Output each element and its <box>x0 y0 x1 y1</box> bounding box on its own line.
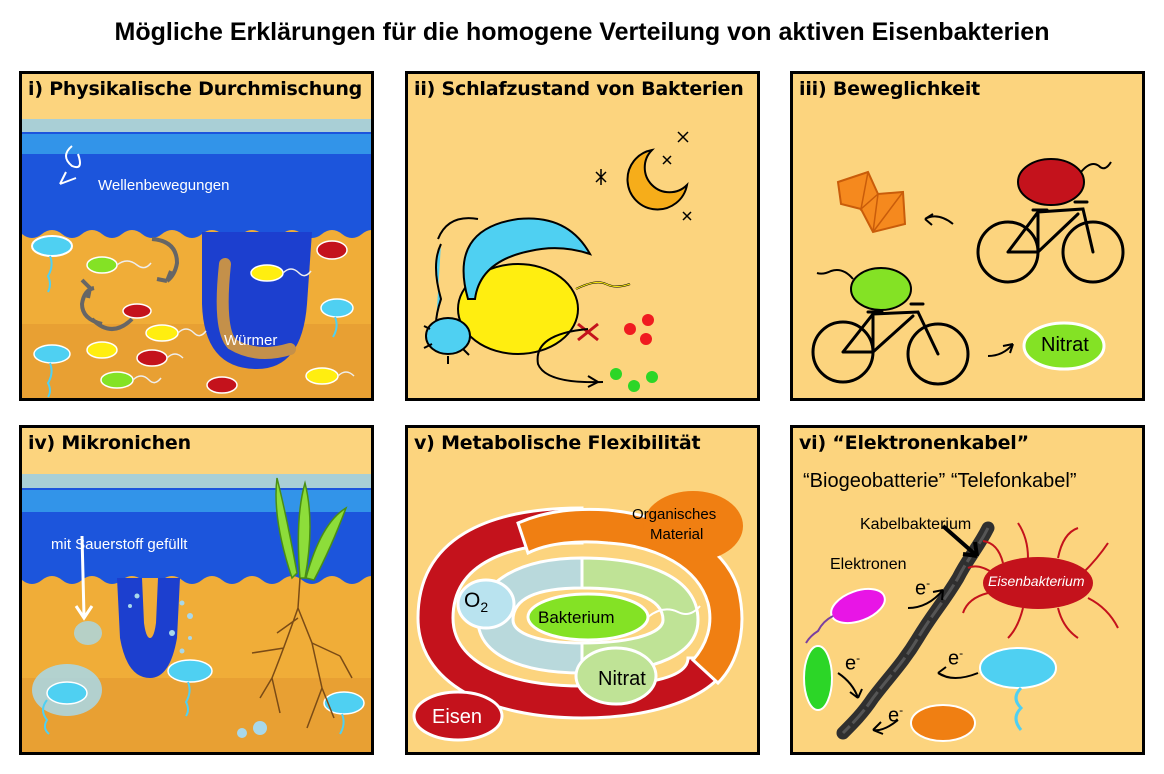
panel-title: vi) “Elektronenkabel” <box>799 432 1029 454</box>
root-system <box>251 577 353 729</box>
star-icon <box>677 131 689 143</box>
panel-dormancy: ii) Schlafzustand von Bakterien <box>405 71 760 401</box>
o2-subscript: 2 <box>480 599 489 616</box>
arrow-down-icon <box>74 535 94 621</box>
panel-title: v) Metabolische Flexibilität <box>414 432 701 454</box>
nitrate-label: Nitrat <box>1041 334 1089 356</box>
electron-label: e- <box>915 576 930 601</box>
electron-label: e- <box>948 646 963 671</box>
motility-illustration <box>811 158 1125 386</box>
cable-label: Kabelbakterium <box>860 516 972 533</box>
worms-label: Würmer <box>224 332 278 349</box>
organic-label-line1: Organisches <box>632 506 717 523</box>
plant-icon <box>275 477 298 580</box>
panel-electron-cable: vi) “Elektronenkabel” “Biogeobatterie” “… <box>790 425 1145 755</box>
moon-icon <box>626 148 689 211</box>
iron-bacterium <box>983 557 1093 609</box>
waves-label: Wellenbewegungen <box>98 177 230 194</box>
panel-metabolic-flexibility: v) Metabolische Flexibilität Organisches… <box>405 425 760 755</box>
metabolism-illustration <box>412 491 744 742</box>
bicycle-wheel <box>906 322 970 386</box>
dormancy-illustration <box>423 131 692 392</box>
figure-title: Mögliche Erklärungen für die homogene Ve… <box>114 18 1050 46</box>
red-bacterium <box>1017 158 1085 206</box>
green-bacterium <box>850 267 912 311</box>
panel-title: iv) Mikronichen <box>28 432 191 454</box>
subtitle-label: “Biogeobatterie” “Telefonkabel” <box>803 470 1077 492</box>
bicycle-wheel <box>1061 220 1125 284</box>
electrons-label: Elektronen <box>830 556 907 573</box>
o2-text: O <box>464 589 481 612</box>
worm-icon <box>216 258 296 359</box>
electron-label: e- <box>888 703 903 728</box>
electron-charge: - <box>899 703 904 717</box>
panel-motility: iii) Beweglichkeit Nitrat <box>790 71 1145 401</box>
iron-bacterium-label: Eisenbakterium <box>988 573 1085 589</box>
iron-label: Eisen <box>432 706 483 728</box>
panel-title: ii) Schlafzustand von Bakterien <box>414 78 744 100</box>
electron-symbol: e <box>948 647 960 670</box>
electron-charge: - <box>926 576 931 590</box>
nitrate-label: Nitrat <box>598 668 646 690</box>
electron-charge: - <box>959 646 964 660</box>
cross-icon <box>577 322 599 342</box>
organic-label-line2: Material <box>650 526 704 543</box>
bacterium-body <box>457 263 579 355</box>
nightcap-icon <box>462 217 593 300</box>
microniche-illustration <box>22 474 371 752</box>
electron-charge: - <box>856 651 861 665</box>
panel-title: iii) Beweglichkeit <box>799 78 981 100</box>
electron-symbol: e <box>845 652 857 675</box>
nitrate-blob <box>1022 321 1106 371</box>
panel-title: i) Physikalische Durchmischung <box>28 78 363 100</box>
cable-bacterium <box>836 521 995 740</box>
electron-cable-illustration <box>803 521 1119 742</box>
wave-arrow-icon <box>59 145 81 185</box>
star-icon <box>595 169 607 185</box>
panel-microniches: iv) Mikronichen mit Sauerstoff gefüllt <box>19 425 374 755</box>
oxygen-label: mit Sauerstoff gefüllt <box>51 536 188 553</box>
panel-physical-mixing: i) Physikalische Durchmischung Wellenbew… <box>19 71 374 401</box>
electron-label: e- <box>845 651 860 676</box>
mixing-illustration <box>22 119 371 398</box>
o2-label: O2 <box>464 589 488 615</box>
iron-mineral-icon <box>836 170 907 234</box>
electron-symbol: e <box>915 577 927 600</box>
electron-symbol: e <box>888 704 900 727</box>
bacterium-label: Bakterium <box>538 608 615 627</box>
